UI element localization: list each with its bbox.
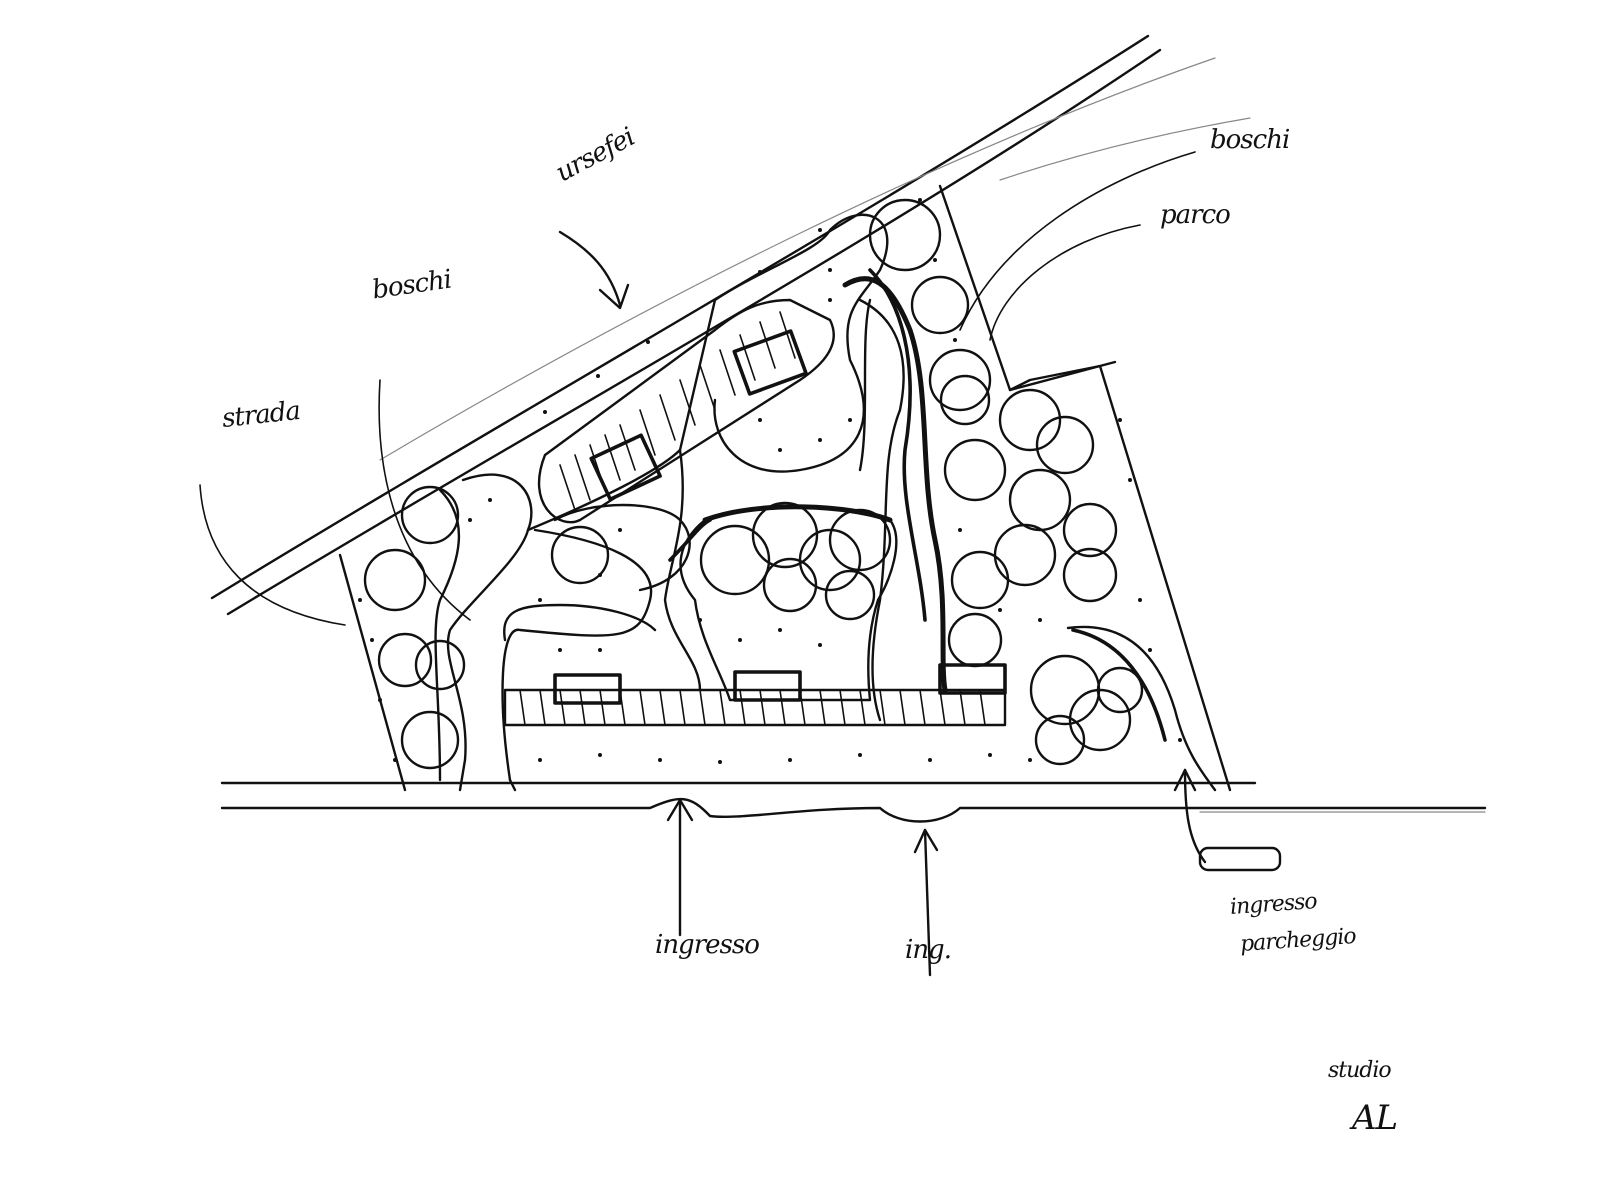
signature-line1: studio bbox=[1328, 1058, 1392, 1083]
label-entry-left: ingresso bbox=[655, 930, 760, 960]
label-bosco-right: boschi bbox=[1210, 125, 1290, 155]
buildings bbox=[503, 298, 1007, 727]
annotation-arrows bbox=[199, 151, 1282, 977]
label-parco-right: parco bbox=[1160, 200, 1231, 230]
trees bbox=[363, 198, 1144, 770]
signature-line2: AL bbox=[1352, 1098, 1398, 1138]
grass-texture bbox=[358, 198, 1182, 764]
park-paths bbox=[434, 213, 1217, 792]
main-walkway bbox=[842, 268, 948, 693]
label-entry-mid: ing. bbox=[905, 935, 952, 965]
site-boundary bbox=[338, 184, 1232, 792]
diagonal-road bbox=[210, 34, 1251, 616]
bottom-street bbox=[220, 781, 1487, 823]
